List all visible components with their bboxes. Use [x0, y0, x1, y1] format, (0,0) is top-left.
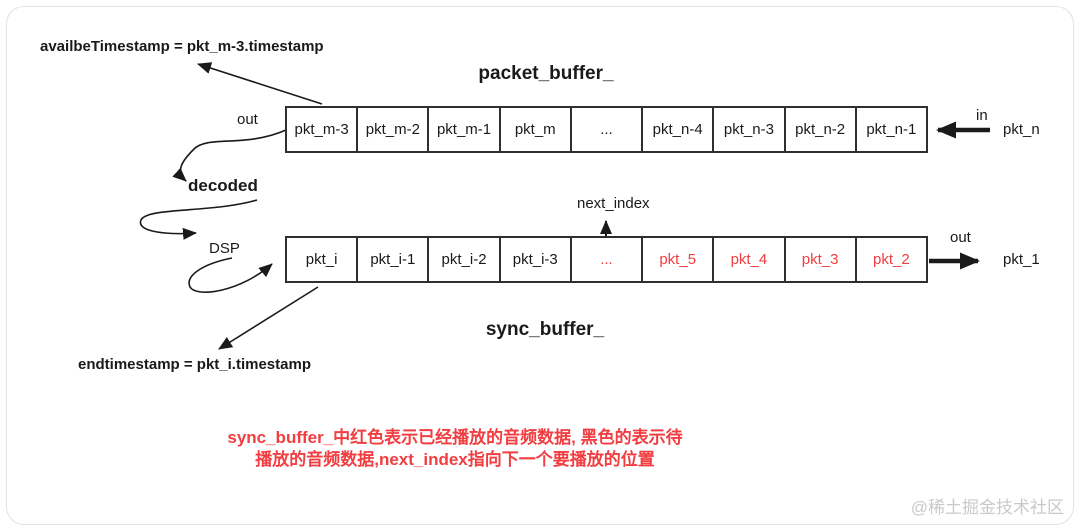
- buffer-cell: pkt_m-1: [429, 108, 501, 151]
- buffer-cell: pkt_n-1: [866, 121, 917, 138]
- end-timestamp-note: endtimestamp = pkt_i.timestamp: [78, 356, 311, 373]
- pkt-n-label: pkt_n: [1003, 121, 1040, 138]
- in-label: in: [976, 107, 988, 124]
- packet-buffer-title: packet_buffer_: [478, 63, 614, 84]
- buffer-cell: pkt_4: [714, 238, 786, 281]
- decoded-label: decoded: [188, 176, 258, 195]
- buffer-cell: pkt_i: [287, 238, 359, 281]
- buffer-cell: pkt_i-1: [358, 238, 430, 281]
- buffer-cell: pkt_n-4: [643, 108, 715, 151]
- buffer-cell: pkt_m-2: [358, 108, 430, 151]
- buffer-cell: ...: [572, 238, 644, 281]
- buffer-cell: pkt_5: [643, 238, 715, 281]
- buffer-cell: pkt_2: [873, 251, 910, 268]
- out-label-top: out: [237, 111, 258, 128]
- buffer-cell: ...: [572, 108, 644, 151]
- watermark: @稀土掘金技术社区: [910, 498, 1064, 517]
- availbe-timestamp-note: availbeTimestamp = pkt_m-3.timestamp: [40, 38, 324, 55]
- legend-note-line1: sync_buffer_中红色表示已经播放的音频数据, 黑色的表示待: [227, 428, 683, 447]
- legend-note: sync_buffer_中红色表示已经播放的音频数据, 黑色的表示待 播放的音频…: [130, 427, 780, 471]
- buffer-cell: pkt_n-3: [714, 108, 786, 151]
- buffer-cell: pkt_m-3: [287, 108, 359, 151]
- legend-note-line2: 播放的音频数据,next_index指向下一个要播放的位置: [255, 450, 655, 469]
- out-label-bottom: out: [950, 229, 971, 246]
- buffer-cell: pkt_m: [501, 108, 572, 151]
- buffer-cell: pkt_n-2: [786, 108, 857, 151]
- buffer-cell: pkt_i-2: [429, 238, 501, 281]
- buffer-cell: pkt_3: [786, 238, 857, 281]
- buffer-cell: pkt_i-3: [501, 238, 572, 281]
- dsp-label: DSP: [209, 240, 240, 257]
- sync-buffer-title: sync_buffer_: [485, 319, 605, 340]
- pkt-1-label: pkt_1: [1003, 251, 1040, 268]
- next-index-label: next_index: [577, 195, 650, 212]
